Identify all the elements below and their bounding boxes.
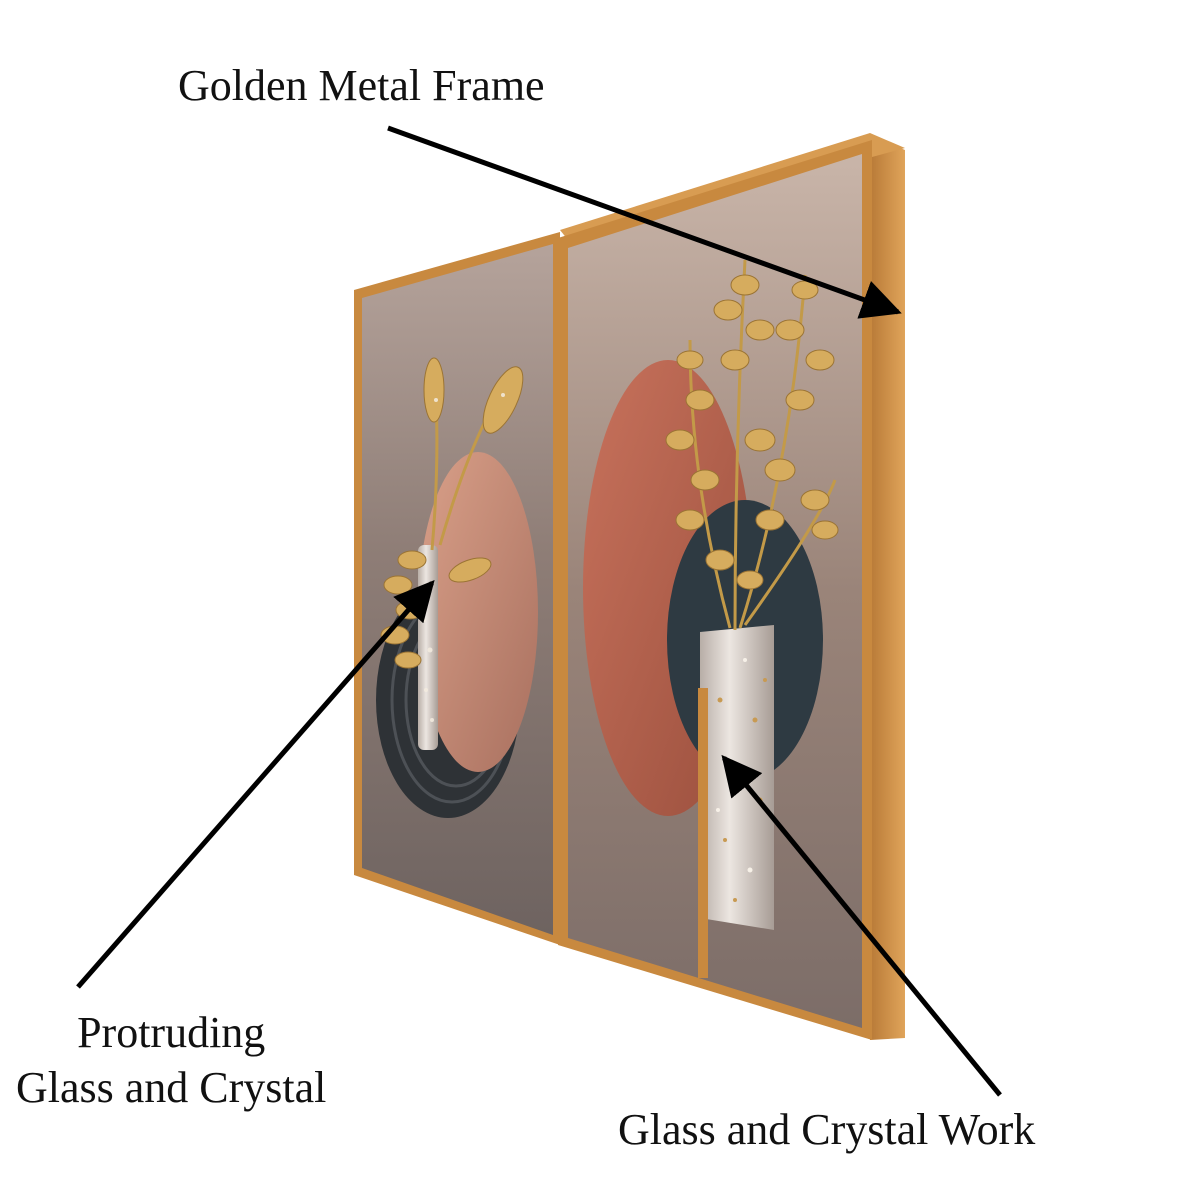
right-gold-leaves	[665, 259, 839, 631]
right-panel	[558, 133, 905, 1040]
left-glass-vase	[418, 545, 438, 750]
right-panel-frame-side	[870, 135, 905, 1040]
arrow-pointer-icon	[76, 579, 435, 989]
protruding-label-line2: Glass and Crystal	[16, 1063, 327, 1112]
glass-crystal-work-label: Glass and Crystal Work	[618, 1105, 1036, 1154]
right-gold-bar	[698, 688, 708, 978]
protruding-glass-crystal-label: Protruding Glass and Crystal	[16, 1005, 326, 1115]
annotation-arrows	[76, 125, 1002, 1097]
left-rose-disc	[418, 452, 538, 772]
arrow-pointer-icon	[387, 125, 902, 319]
arrow-pointer-icon	[721, 754, 1002, 1097]
left-panel	[354, 232, 560, 945]
protruding-label-line1: Protruding	[77, 1008, 266, 1057]
golden-metal-frame-label: Golden Metal Frame	[178, 61, 545, 110]
